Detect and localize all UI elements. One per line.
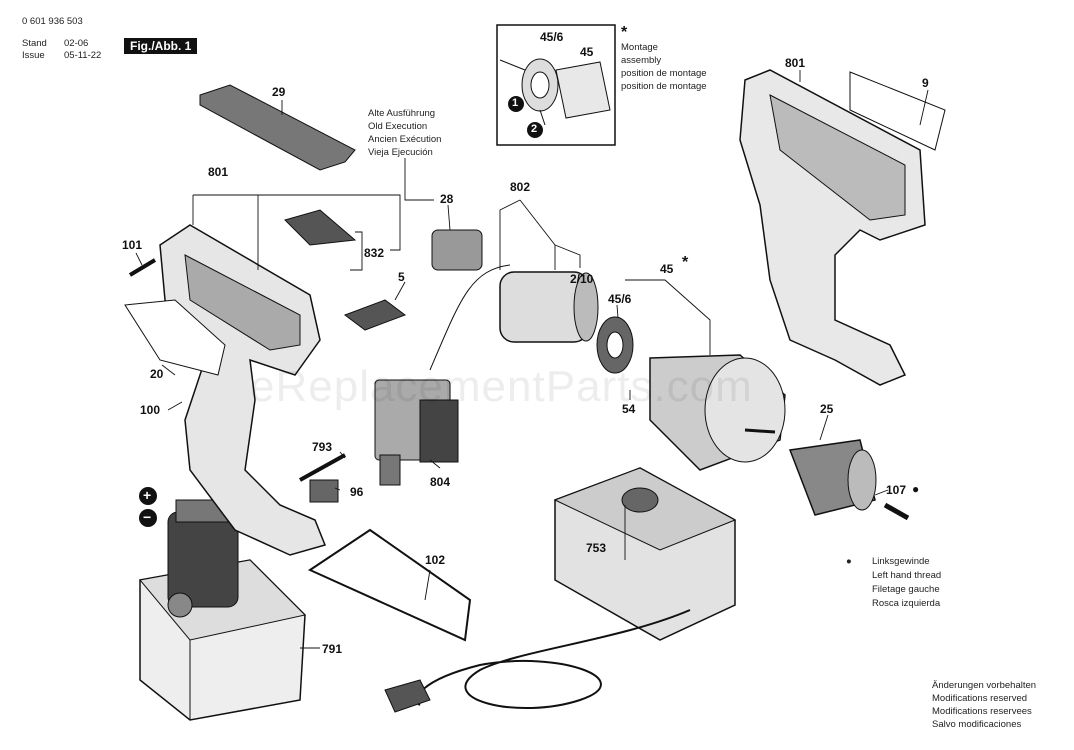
motor bbox=[429, 264, 599, 371]
charger bbox=[553, 467, 737, 641]
housing-right bbox=[739, 69, 926, 386]
left-thread-de: Linksgewinde bbox=[872, 556, 930, 567]
inset-step-2: 2 bbox=[531, 123, 538, 135]
spring-wire bbox=[307, 528, 472, 642]
callout-107-dot: ● bbox=[912, 482, 920, 496]
plug bbox=[384, 679, 431, 713]
callout-100: 100 bbox=[140, 403, 161, 417]
assembly-de: Montage bbox=[621, 42, 658, 53]
callout-101: 101 bbox=[122, 238, 143, 252]
callout-25: 25 bbox=[820, 402, 834, 416]
assembly-en: assembly bbox=[621, 55, 662, 66]
callout-804: 804 bbox=[430, 475, 451, 489]
battery-pack bbox=[139, 499, 307, 721]
callout-29: 29 bbox=[272, 85, 286, 99]
callout-791: 791 bbox=[322, 642, 343, 656]
callout-9: 9 bbox=[922, 76, 929, 90]
figure-label: Fig./Abb. 1 bbox=[124, 38, 198, 54]
callout-801-left: 801 bbox=[208, 165, 229, 179]
callout-54: 54 bbox=[622, 402, 636, 416]
callout-5: 5 bbox=[398, 270, 405, 284]
left-thread-es: Rosca izquierda bbox=[872, 598, 941, 609]
power-cord bbox=[415, 609, 691, 710]
switch bbox=[374, 379, 459, 486]
callout-96: 96 bbox=[350, 485, 364, 499]
label-plate bbox=[849, 71, 946, 151]
callout-20: 20 bbox=[150, 367, 164, 381]
left-thread-en: Left hand thread bbox=[872, 570, 942, 581]
inset-label-45-6: 45/6 bbox=[540, 30, 564, 44]
old-execution-fr: Ancien Exécution bbox=[368, 134, 442, 145]
old-execution-en: Old Execution bbox=[368, 121, 428, 132]
callout-102: 102 bbox=[425, 553, 446, 567]
issue-value: 05-11-22 bbox=[64, 50, 102, 61]
battery-minus-icon: − bbox=[143, 509, 152, 525]
part-number: 0 601 936 503 bbox=[22, 16, 83, 27]
callout-832: 832 bbox=[364, 246, 385, 260]
assembly-marker: * bbox=[621, 24, 628, 41]
watermark: eReplacementParts.com bbox=[250, 362, 753, 411]
callout-802: 802 bbox=[510, 180, 531, 194]
old-execution-es: Vieja Ejecución bbox=[368, 147, 433, 158]
callout-107: 107 bbox=[886, 483, 907, 497]
leader-lines bbox=[135, 70, 929, 649]
callout-801-right: 801 bbox=[785, 56, 806, 70]
callout-793: 793 bbox=[312, 440, 333, 454]
stand-value: 02-06 bbox=[64, 38, 89, 49]
stand-label: Stand bbox=[22, 38, 47, 49]
modifications-es: Salvo modificaciones bbox=[932, 719, 1022, 730]
slide-part bbox=[343, 299, 407, 331]
left-thread-marker: ● bbox=[846, 556, 852, 567]
cover bbox=[199, 84, 356, 171]
left-thread-fr: Filetage gauche bbox=[872, 584, 940, 595]
callout-45-6: 45/6 bbox=[608, 292, 632, 306]
modifications-en: Modifications reserved bbox=[932, 693, 1028, 704]
clip bbox=[284, 209, 357, 246]
modifications-fr: Modifications reservees bbox=[932, 706, 1032, 717]
chuck bbox=[788, 439, 877, 516]
callout-28: 28 bbox=[440, 192, 454, 206]
battery-plus-icon: + bbox=[143, 487, 152, 503]
housing-left bbox=[159, 224, 327, 556]
inset-step-1: 1 bbox=[512, 97, 519, 109]
inset-label-45: 45 bbox=[580, 45, 594, 59]
assembly-fr: position de montage bbox=[621, 68, 707, 79]
brush-holder bbox=[431, 229, 483, 271]
callout-753: 753 bbox=[586, 541, 607, 555]
callout-45: 45 bbox=[660, 262, 674, 276]
callout-45-star: * bbox=[682, 254, 689, 271]
assembly-es: position de montage bbox=[621, 81, 707, 92]
old-execution-de: Alte Ausführung bbox=[368, 108, 436, 119]
gearbox bbox=[649, 354, 786, 471]
issue-label: Issue bbox=[22, 50, 45, 61]
label-strip bbox=[124, 299, 226, 376]
modifications-de: Änderungen vorbehalten bbox=[932, 680, 1037, 691]
callout-2-10: 2/10 bbox=[570, 272, 594, 286]
assembly-inset bbox=[496, 24, 616, 146]
